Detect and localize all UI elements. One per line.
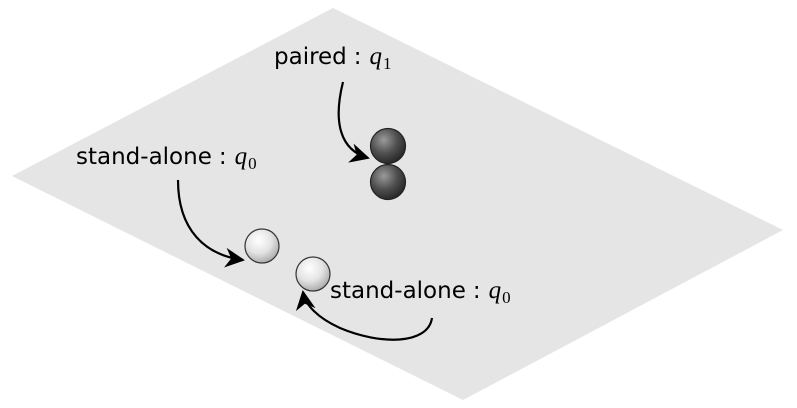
label-paired: paired:q1: [274, 43, 392, 73]
standalone-agent-left: [244, 228, 280, 264]
ground-plane: [12, 8, 783, 400]
arrow-standalone-left: [176, 179, 245, 268]
label-standalone-left: stand-alone:q0: [76, 143, 257, 173]
label-standalone-right: stand-alone:q0: [330, 277, 511, 307]
paired-agent-top: [369, 127, 407, 165]
standalone-agent-right: [295, 256, 331, 292]
arrow-standalone-right: [295, 290, 434, 341]
arrow-paired: [337, 81, 370, 163]
paired-agent-bottom: [369, 163, 407, 201]
paired-agent-pair: [369, 127, 407, 201]
